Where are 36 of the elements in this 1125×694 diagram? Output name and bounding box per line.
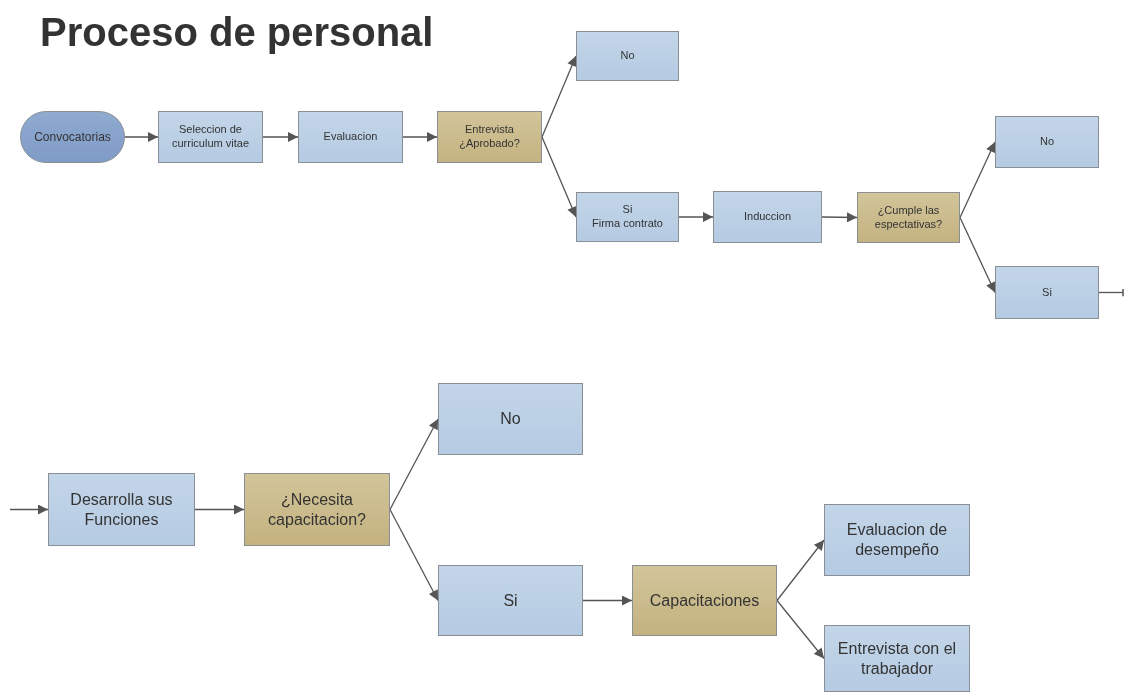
box-text: Si bbox=[622, 203, 633, 217]
arrow bbox=[389, 508, 439, 602]
decision-box: Entrevista ¿Aprobado? bbox=[437, 111, 542, 163]
process-box: Entrevista con el trabajador bbox=[824, 625, 970, 692]
arrow bbox=[541, 55, 577, 138]
terminal-box: Convocatorias bbox=[20, 111, 125, 163]
process-box: Induccion bbox=[713, 191, 822, 243]
arrow bbox=[582, 595, 633, 606]
decision-box: ¿Cumple las espectativas? bbox=[857, 192, 960, 243]
arrow bbox=[959, 141, 996, 219]
process-box: Desarrolla sus Funciones bbox=[48, 473, 195, 546]
process-box: Si bbox=[995, 266, 1099, 319]
process-box: No bbox=[995, 116, 1099, 168]
arrow bbox=[124, 132, 159, 142]
arrow bbox=[541, 136, 577, 218]
arrow bbox=[776, 539, 825, 602]
process-box bbox=[576, 192, 679, 242]
arrow bbox=[821, 212, 858, 223]
arrow bbox=[776, 599, 825, 660]
arrow bbox=[959, 216, 996, 294]
decision-box: Capacitaciones bbox=[632, 565, 777, 636]
arrow bbox=[389, 418, 439, 511]
arrow bbox=[678, 212, 714, 222]
arrow bbox=[262, 132, 299, 142]
arrow bbox=[194, 504, 245, 515]
process-box: Seleccion de curriculum vitae bbox=[158, 111, 263, 163]
process-box: Si bbox=[438, 565, 583, 636]
box-text: Firma contrato bbox=[592, 217, 663, 231]
process-box: No bbox=[576, 31, 679, 81]
arrow bbox=[9, 504, 49, 515]
process-box: No bbox=[438, 383, 583, 455]
arrow bbox=[402, 132, 438, 142]
decision-box: ¿Necesita capacitacion? bbox=[244, 473, 390, 546]
process-box: Evaluacion bbox=[298, 111, 403, 163]
title: Proceso de personal bbox=[40, 10, 434, 55]
process-box: Evaluacion de desempeño bbox=[824, 504, 970, 576]
